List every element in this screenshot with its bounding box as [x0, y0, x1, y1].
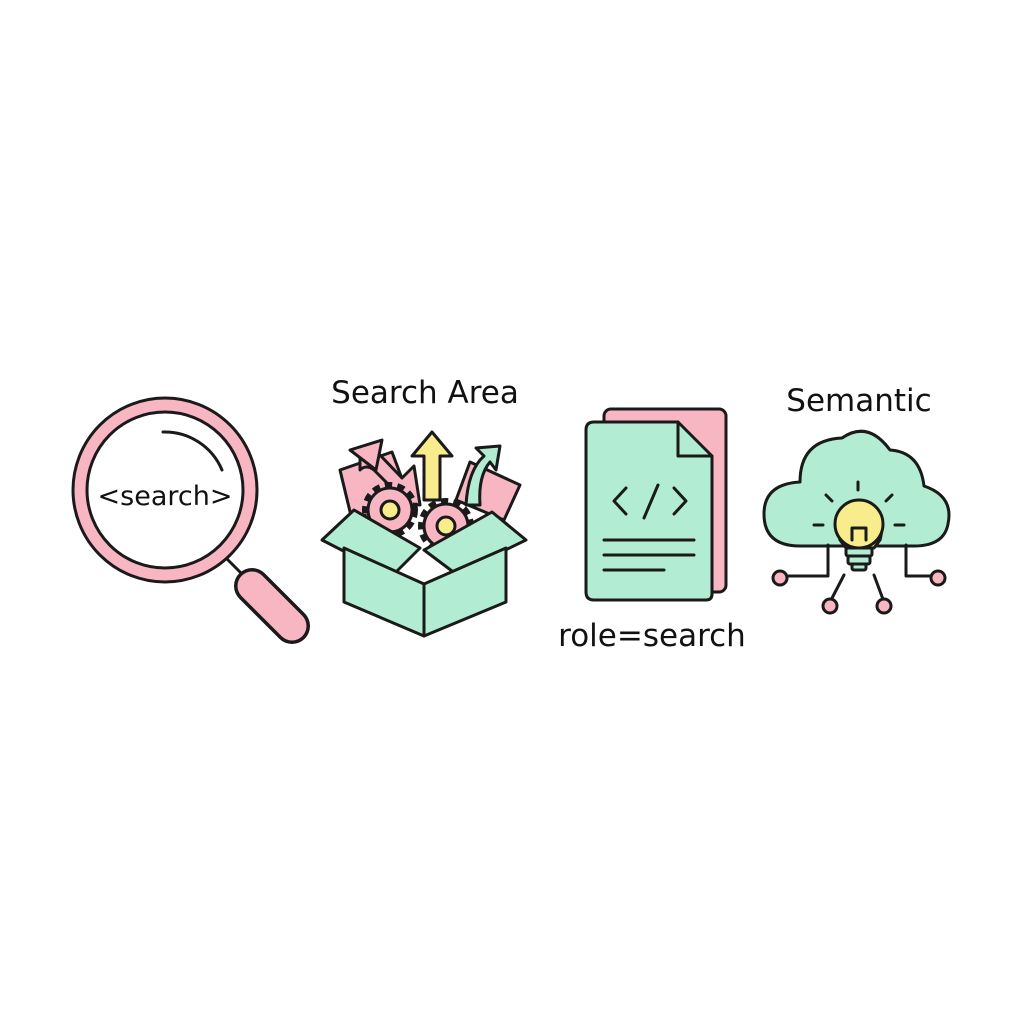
- box-label: Search Area: [331, 375, 519, 411]
- magnifier-lens: [85, 410, 245, 570]
- circuit-node: [929, 569, 947, 587]
- mint-arrow-icon: [464, 444, 502, 507]
- cloud-lightbulb-icon: Semantic: [762, 383, 951, 615]
- document-label: role=search: [558, 618, 746, 654]
- magnifier-icon: <search>: [71, 396, 310, 644]
- yellow-arrow-icon: [410, 430, 454, 502]
- circuit-node: [771, 569, 789, 587]
- lens-glare: [161, 430, 224, 472]
- cloud-shape: [762, 429, 951, 548]
- box-right-face: [422, 546, 508, 638]
- open-box-icon: Search Area: [320, 375, 528, 638]
- lightbulb-icon: [833, 498, 885, 572]
- magnifier-handle: [226, 558, 310, 644]
- circuit-node: [875, 597, 893, 615]
- magnifier-label: <search>: [98, 481, 233, 512]
- cloud-label: Semantic: [786, 383, 931, 419]
- text-lines: [602, 538, 696, 572]
- circuit-node: [821, 597, 839, 615]
- code-brackets-icon: [612, 483, 688, 520]
- page-fold: [676, 420, 714, 458]
- code-document-icon: role=search: [558, 407, 746, 654]
- light-rays: [812, 480, 906, 527]
- front-page: [584, 420, 714, 602]
- box-front-flap-right: [422, 510, 528, 576]
- circuit-lines: [782, 543, 936, 604]
